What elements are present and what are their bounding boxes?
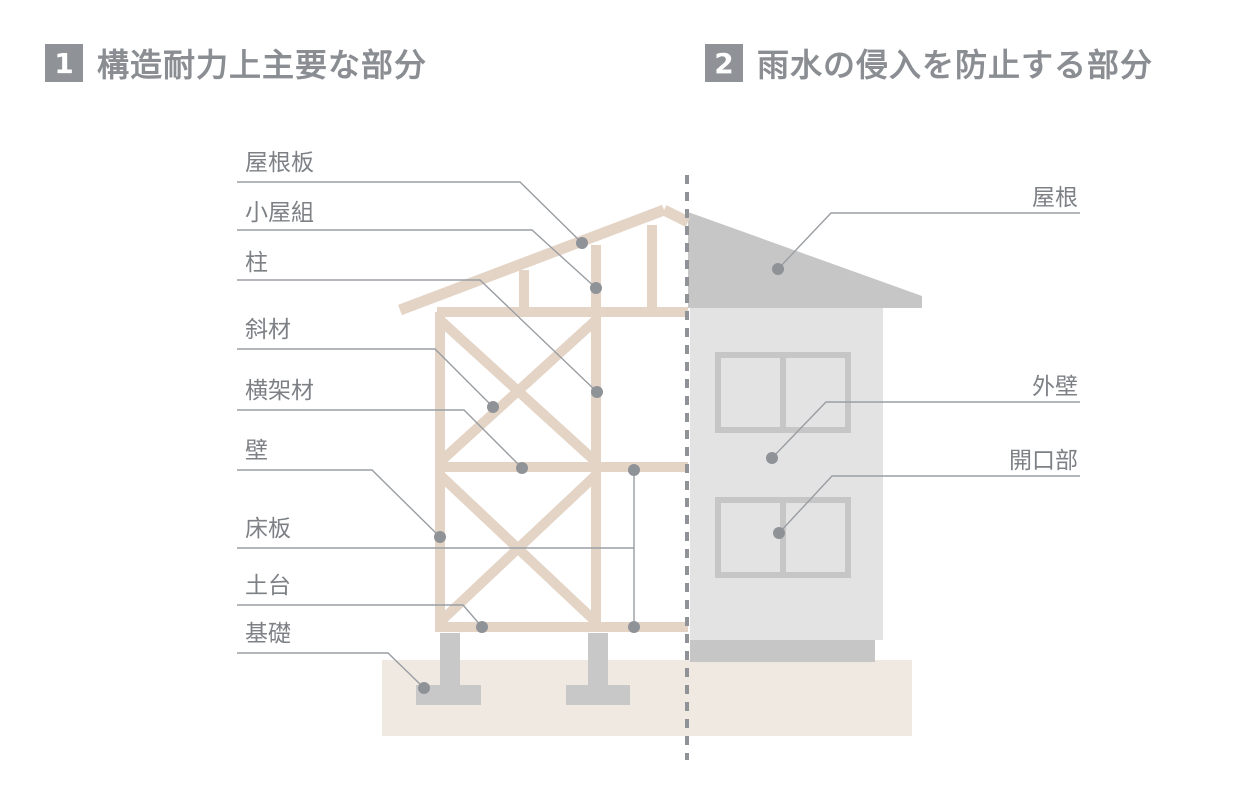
label-roof: 屋根 (1032, 185, 1078, 211)
heading-waterproof: 2 雨水の侵入を防止する部分 (705, 40, 1153, 86)
label-beam: 横架材 (245, 378, 314, 404)
section-title-structural: 構造耐力上主要な部分 (97, 46, 428, 84)
label-roof-board: 屋根板 (245, 150, 314, 176)
leader-lines (237, 181, 1080, 689)
heading-structural: 1 構造耐力上主要な部分 (45, 40, 427, 86)
label-column: 柱 (245, 250, 268, 276)
label-sill: 土台 (245, 573, 291, 599)
exterior-foundation (690, 640, 875, 662)
timber-frame (398, 204, 691, 632)
label-wall: 壁 (245, 438, 268, 464)
window-lower (715, 497, 851, 578)
label-floor-board: 床板 (245, 516, 291, 542)
section-title-waterproof: 雨水の侵入を防止する部分 (757, 46, 1154, 84)
label-exterior-wall: 外壁 (1032, 374, 1078, 400)
label-roof-truss: 小屋組 (245, 200, 314, 226)
label-foundation: 基礎 (245, 621, 291, 647)
window-upper (715, 352, 851, 433)
foundation-footings (416, 633, 630, 705)
roof (688, 212, 922, 308)
label-opening: 開口部 (1009, 448, 1078, 474)
section-number-1: 1 (45, 44, 83, 82)
section-number-2: 2 (705, 44, 743, 82)
label-dots (418, 237, 785, 694)
label-brace: 斜材 (245, 317, 291, 343)
